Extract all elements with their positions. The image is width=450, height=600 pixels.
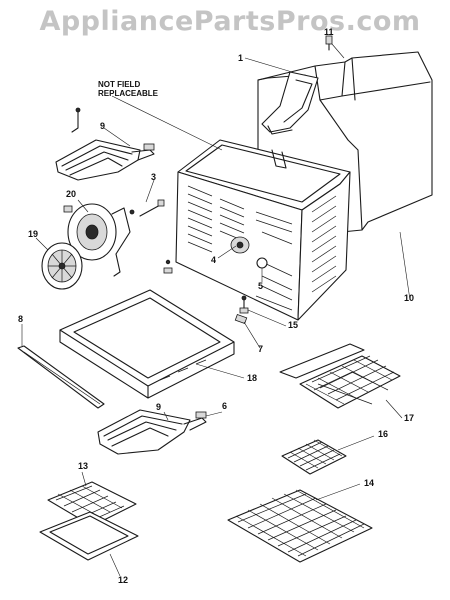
part-11-screw [325, 35, 333, 51]
callout-19: 19 [28, 229, 39, 239]
note-line-2: REPLACEABLE [98, 89, 159, 98]
callout-3: 3 [151, 172, 157, 182]
callout-10: 10 [404, 293, 415, 303]
callout-13: 13 [78, 461, 89, 471]
callout-7: 7 [258, 344, 264, 354]
watermark: AppliancePartsPros.com [39, 6, 421, 37]
part-15-clip [239, 295, 249, 314]
callout-14: 14 [364, 478, 375, 488]
part-17-oven-rack-slide [279, 343, 401, 409]
callout-9-top: 9 [100, 121, 106, 131]
part-9-broil-element-top [55, 107, 155, 181]
part-1-vent-duct [261, 71, 319, 135]
oven-cavity [175, 139, 351, 321]
callout-15: 15 [288, 320, 299, 330]
part-19-fan-blade [41, 242, 83, 290]
part-3-screw [129, 199, 165, 217]
leader-lines [21, 43, 411, 577]
part-7-clip [234, 313, 248, 325]
callout-1: 1 [238, 53, 244, 63]
part-8-trim-strip [17, 345, 105, 409]
callout-4: 4 [211, 255, 217, 265]
callout-9-bottom: 9 [156, 402, 162, 412]
part-14-large-rack [227, 489, 373, 563]
not-field-replaceable-note: NOT FIELD REPLACEABLE [98, 80, 158, 98]
part-20-fan-motor [63, 203, 131, 277]
part-6-bake-element [97, 409, 207, 455]
callout-12: 12 [118, 575, 129, 585]
part-misc-clip [163, 259, 173, 274]
callout-5: 5 [258, 281, 264, 291]
callout-18: 18 [247, 373, 258, 383]
callout-6: 6 [222, 401, 228, 411]
callout-16: 16 [378, 429, 389, 439]
callout-8: 8 [18, 314, 24, 324]
part-16-small-rack [281, 439, 347, 475]
part-12-broil-pan [39, 511, 139, 561]
callout-20: 20 [66, 189, 77, 199]
callout-17: 17 [404, 413, 415, 423]
note-line-1: NOT FIELD [98, 80, 141, 89]
callout-11: 11 [324, 27, 334, 37]
part-18-bottom-tray [59, 289, 235, 399]
